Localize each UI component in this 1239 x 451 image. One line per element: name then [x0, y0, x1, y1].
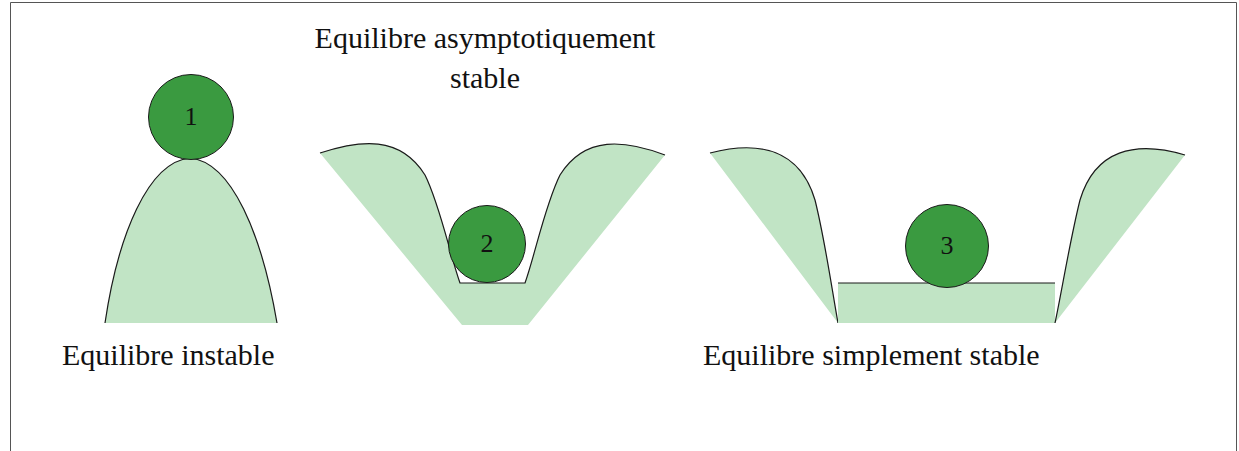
caption-label: Equilibre instable [62, 335, 362, 375]
hill-outline [105, 158, 277, 323]
callout-number: 2 [481, 229, 494, 259]
valley [320, 144, 665, 325]
right-wall [1055, 149, 1185, 323]
ball-circle: 3 [905, 204, 989, 288]
ball-circle: 1 [148, 74, 234, 160]
left-wall [710, 148, 838, 323]
ball-circle: 2 [448, 205, 526, 283]
caption-label: Equilibre asymptotiquement stable [300, 18, 670, 98]
caption-label: Equilibre simplement stable [703, 335, 1183, 375]
valley-outline [320, 144, 665, 283]
flat-floor [838, 283, 1055, 323]
left-wall-outline [710, 148, 838, 323]
hill [105, 158, 277, 323]
callout-number: 3 [941, 231, 954, 261]
callout-number: 1 [185, 102, 198, 132]
right-wall-outline [1055, 149, 1185, 323]
frame [11, 3, 1237, 451]
